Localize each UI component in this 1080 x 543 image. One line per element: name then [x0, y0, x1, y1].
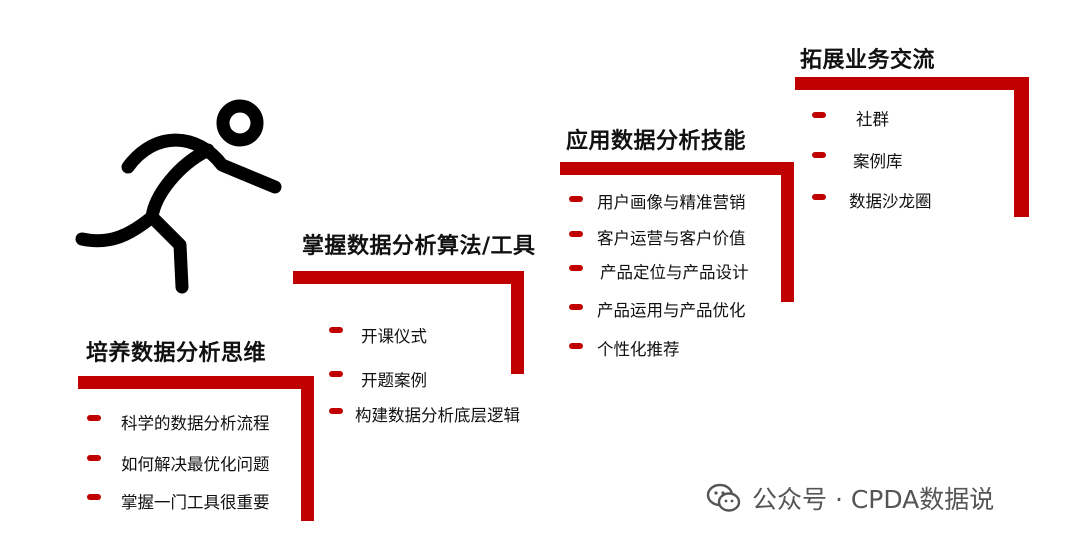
step-3-item: 产品定位与产品设计 — [600, 263, 749, 282]
watermark-text: 公众号 · CPDA数据说 — [752, 485, 995, 514]
step-1-item: 科学的数据分析流程 — [121, 414, 270, 433]
bullet-icon — [812, 112, 826, 118]
bullet-icon — [87, 455, 101, 461]
step-2-title: 掌握数据分析算法/工具 — [302, 234, 536, 259]
bullet-icon — [87, 415, 101, 421]
step-3-item: 产品运用与产品优化 — [597, 301, 746, 320]
bullet-icon — [812, 194, 826, 200]
step-3-title: 应用数据分析技能 — [566, 129, 747, 154]
watermark: 公众号 · CPDA数据说 — [706, 480, 994, 516]
bullet-icon — [87, 494, 101, 500]
step-3-item: 用户画像与精准营销 — [597, 193, 746, 212]
bullet-icon — [812, 152, 826, 158]
step-4-bar-horizontal — [795, 77, 1029, 90]
step-1-bar-horizontal — [78, 376, 314, 389]
running-person-icon — [75, 99, 282, 294]
step-4-item: 社群 — [856, 110, 889, 129]
step-4-title: 拓展业务交流 — [800, 48, 936, 73]
step-3-item: 客户运营与客户价值 — [597, 229, 746, 248]
step-3-bar-vertical — [781, 162, 794, 302]
wechat-icon — [706, 483, 741, 512]
bullet-icon — [569, 343, 583, 349]
step-1-item: 如何解决最优化问题 — [121, 455, 270, 474]
bullet-icon — [569, 196, 583, 202]
step-3-bar-horizontal — [560, 162, 794, 175]
bullet-icon — [329, 408, 343, 414]
step-2-bar-vertical — [511, 271, 524, 374]
step-2-bar-horizontal — [293, 271, 524, 284]
step-1-bar-vertical — [301, 376, 314, 521]
step-1-title: 培养数据分析思维 — [86, 341, 267, 366]
step-2-item: 构建数据分析底层逻辑 — [355, 406, 520, 425]
step-1-item: 掌握一门工具很重要 — [121, 493, 270, 512]
step-3-item: 个性化推荐 — [597, 340, 680, 359]
step-4-item: 案例库 — [853, 152, 903, 171]
bullet-icon — [569, 304, 583, 310]
bullet-icon — [329, 327, 343, 333]
step-4-item: 数据沙龙圈 — [849, 192, 932, 211]
step-2-item: 开课仪式 — [361, 327, 427, 346]
step-2-item: 开题案例 — [361, 371, 427, 390]
bullet-icon — [569, 265, 583, 271]
step-4-bar-vertical — [1014, 77, 1029, 217]
bullet-icon — [569, 231, 583, 237]
bullet-icon — [329, 371, 343, 377]
